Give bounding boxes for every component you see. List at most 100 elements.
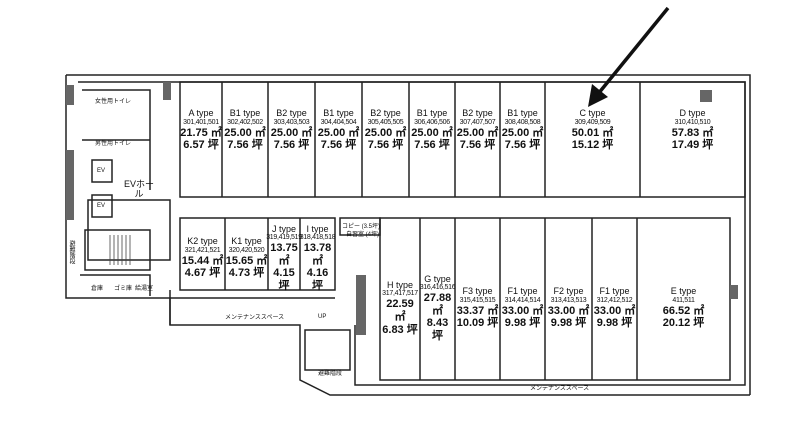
unit-area-m2: 33.00 ㎡ <box>547 304 590 317</box>
unit-type: B2 type <box>276 108 307 119</box>
unit-type: B1 type <box>416 108 448 119</box>
arrow-indicator <box>588 6 670 107</box>
mens-toilet-label: 男性用トイレ <box>95 141 132 147</box>
storage-label: 倉庫 <box>91 286 104 292</box>
unit-area-tsubo: 7.56 坪 <box>414 139 450 152</box>
unit-numbers: 314,414,514 <box>504 296 541 304</box>
unit-type: J type <box>271 223 296 234</box>
unit-type: G type <box>424 273 451 284</box>
unit-numbers: 306,406,506 <box>414 118 450 126</box>
unit-area-m2: 33.37 ㎡ <box>456 304 499 317</box>
unit-numbers: 313,413,513 <box>550 296 587 304</box>
unit-type: B1 type <box>507 108 538 119</box>
unit-area-m2: 25.00 ㎡ <box>411 126 453 139</box>
unit-area-m2: 13.75 ㎡ <box>270 241 298 267</box>
garbage-label: ゴミ庫 <box>114 286 133 292</box>
stairs-label: 避難階段 <box>318 371 343 377</box>
unit-area-tsubo: 9.98 坪 <box>596 317 633 330</box>
unit-area-m2: 25.00 ㎡ <box>317 126 360 139</box>
unit-numbers: 320,420,520 <box>228 246 265 254</box>
unit-area-tsubo: 15.12 坪 <box>571 139 614 152</box>
unit-area-m2: 27.88 ㎡ <box>423 291 452 317</box>
unit-numbers: 319,419,519 <box>266 233 302 241</box>
unit-type: B1 type <box>323 108 354 119</box>
unit-area-tsubo: 4.67 坪 <box>184 267 221 280</box>
unit-area-tsubo: 10.09 坪 <box>456 317 499 330</box>
unit-area-m2: 21.75 ㎡ <box>180 126 222 139</box>
unit-numbers: 321,421,521 <box>184 246 221 254</box>
unit-area-tsubo: 9.98 坪 <box>550 317 587 330</box>
unit-type: A type <box>188 108 214 119</box>
unit-area-tsubo: 7.56 坪 <box>273 139 310 152</box>
ev1-label: EV <box>97 168 106 174</box>
unit-type: F1 type <box>599 286 630 297</box>
unit-area-tsubo: 9.98 坪 <box>504 317 541 330</box>
unit-area-tsubo: 7.56 坪 <box>459 139 496 152</box>
unit-type: D type <box>679 108 706 119</box>
unit-area-tsubo: 4.15 坪 <box>273 267 295 292</box>
unit-area-m2: 22.59 ㎡ <box>386 298 414 323</box>
unit-numbers: 309,409,509 <box>574 118 611 126</box>
unit-area-m2: 13.78 ㎡ <box>303 241 332 267</box>
unit-numbers: 303,403,503 <box>273 118 310 126</box>
unit-numbers: 302,402,502 <box>227 118 263 126</box>
unit-numbers: 316,416,516 <box>419 283 456 291</box>
unit-area-tsubo: 20.12 坪 <box>662 317 705 330</box>
unit-area-tsubo: 6.83 坪 <box>382 323 418 336</box>
unit-area-m2: 15.44 ㎡ <box>181 254 224 267</box>
unit-numbers: 310,410,510 <box>674 118 711 126</box>
unit-area-tsubo: 6.57 坪 <box>183 139 219 152</box>
unit-numbers: 315,415,515 <box>459 296 496 304</box>
unit-area-tsubo: 17.49 坪 <box>671 139 714 152</box>
unit-area-tsubo: 4.73 坪 <box>228 267 265 280</box>
unit-area-m2: 57.83 ㎡ <box>671 126 714 139</box>
copy-room-label: コピー (3.5坪) <box>342 224 381 230</box>
unit-type: C type <box>579 108 606 119</box>
maintenance-space-label: メンテナンススペース <box>530 386 590 392</box>
unit-area-tsubo: 7.56 坪 <box>504 139 541 152</box>
unit-area-tsubo: 4.16 坪 <box>306 267 329 292</box>
unit-type: E type <box>670 286 697 297</box>
ev2-label: EV <box>97 203 106 209</box>
unit-area-m2: 25.00 ㎡ <box>364 126 407 139</box>
unit-area-m2: 33.00 ㎡ <box>501 304 544 317</box>
ev-hall-label: EVホール <box>124 179 155 199</box>
womens-toilet-label: 女性用トイレ <box>95 99 132 105</box>
unit-numbers: 318,418,518 <box>299 233 336 241</box>
unit-numbers: 308,408,508 <box>504 118 541 126</box>
unit-area-m2: 25.00 ㎡ <box>224 126 266 139</box>
up-label: UP <box>318 314 327 320</box>
study-room-label: 自習室 (4坪) <box>346 232 380 238</box>
unit-type: H type <box>386 279 413 290</box>
unit-numbers: 317,417,517 <box>382 290 418 298</box>
unit-numbers: 307,407,507 <box>459 118 496 126</box>
unit-area-tsubo: 8.43 坪 <box>426 317 449 342</box>
unit-numbers: 305,405,505 <box>367 118 404 126</box>
maintenance-space-label: メンテナンススペース <box>225 315 285 321</box>
unit-area-m2: 33.00 ㎡ <box>593 304 636 317</box>
unit-type: K1 type <box>231 236 262 247</box>
unit-area-tsubo: 7.56 坪 <box>367 139 404 152</box>
unit-numbers: 304,404,504 <box>320 118 357 126</box>
unit-type: F2 type <box>553 286 584 297</box>
unit-type: I type <box>306 223 329 234</box>
unit-area-m2: 66.52 ㎡ <box>662 304 705 317</box>
unit-area-tsubo: 7.56 坪 <box>320 139 357 152</box>
